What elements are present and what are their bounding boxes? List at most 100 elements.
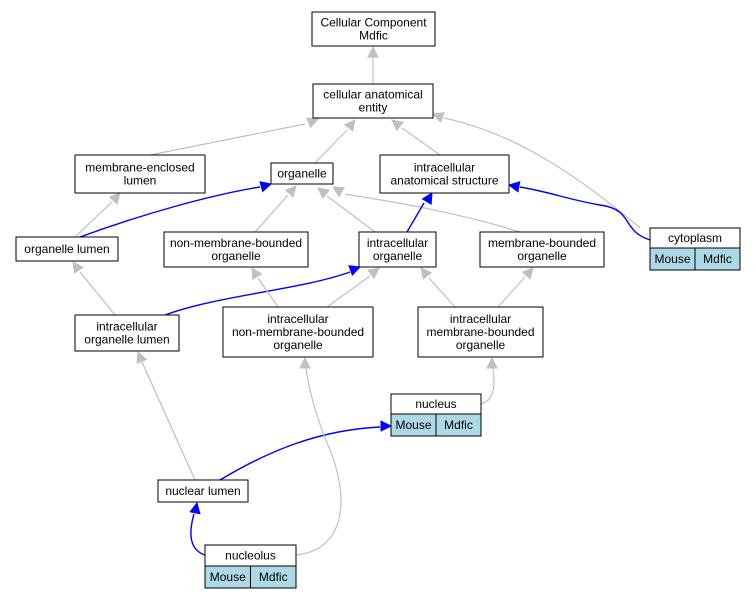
edge-inmbo-nmbo [251, 267, 279, 308]
tag-label: Mouse [395, 418, 431, 432]
node-label: membrane-bounded [488, 236, 596, 250]
node-label: membrane-enclosed [85, 161, 194, 175]
node-box [312, 83, 434, 119]
node-nlumen[interactable]: nuclear lumen [157, 479, 249, 503]
node-box [74, 154, 206, 194]
node-box [358, 231, 437, 268]
edge-line [79, 271, 116, 316]
edge-line [344, 193, 521, 233]
tag-mdfic [435, 413, 482, 437]
node-label: Cellular Component [320, 16, 427, 30]
arrowhead-icon [431, 112, 445, 124]
edge-inmbo-io [326, 267, 380, 308]
node-box [222, 306, 374, 358]
node-label: nucleolus [225, 549, 276, 563]
edge-line [219, 426, 381, 481]
node-label: entity [359, 101, 388, 115]
node-label: intracellular [414, 161, 475, 175]
node-label: intracellular [450, 312, 511, 326]
node-label: non-membrane-bounded [170, 236, 302, 250]
node-box [379, 154, 510, 194]
arrowhead-icon [332, 186, 345, 198]
node-box [311, 11, 436, 47]
edge-mel-cae [149, 117, 320, 156]
tag-label: Mdfic [259, 570, 288, 584]
arrowhead-icon [259, 181, 273, 193]
node-label: intracellular [367, 236, 428, 250]
tag-mdfic [694, 247, 741, 271]
arrowhead-icon [299, 356, 311, 369]
node-label: organelle [211, 249, 261, 263]
arrowhead-icon [108, 192, 121, 205]
edge-line [314, 129, 348, 164]
tag-label: Mouse [654, 252, 690, 266]
node-box [15, 236, 119, 262]
edge-cae-root [367, 45, 379, 84]
arrowhead-icon [507, 181, 521, 193]
edge-line [254, 194, 289, 233]
edge-line [190, 513, 206, 556]
node-label: organelle lumen [84, 333, 169, 347]
node-olumen[interactable]: organelle lumen [15, 236, 119, 262]
edge-line [428, 277, 456, 308]
edge-line [257, 277, 279, 308]
tag-label: Mdfic [703, 252, 732, 266]
edge-iol-io [164, 265, 362, 316]
node-organelle[interactable]: organelle [270, 162, 334, 185]
edge-line [149, 123, 306, 156]
edge-nucleolus-nlumen [189, 501, 206, 556]
node-label: lumen [124, 174, 157, 188]
arrowhead-icon [420, 267, 433, 280]
edge-line [326, 275, 371, 308]
arrowhead-icon [284, 185, 297, 198]
arrowhead-icon [317, 187, 330, 200]
edge-line [401, 127, 441, 156]
node-box [270, 162, 334, 185]
node-label: cellular anatomical [323, 88, 422, 102]
edge-line [480, 367, 495, 405]
edge-nucleolus-inmbo [295, 356, 342, 556]
node-label: organelle [273, 338, 323, 352]
node-box [74, 314, 180, 352]
arrowhead-icon [486, 356, 498, 369]
arrowhead-icon [521, 267, 534, 280]
node-label: organelle lumen [24, 242, 109, 256]
edge-line [326, 195, 376, 233]
node-label: nuclear lumen [165, 484, 240, 498]
edge-line [519, 186, 651, 241]
arrowhead-icon [348, 265, 362, 277]
tag-label: Mouse [210, 570, 246, 584]
edge-io-organelle [317, 187, 376, 233]
arrowhead-icon [367, 45, 379, 58]
edge-cytoplasm-ias [507, 181, 651, 241]
node-box [479, 231, 605, 268]
edge-organelle-cae [314, 119, 356, 164]
edge-nlumen-iol [136, 350, 196, 481]
edges-layer [72, 45, 651, 556]
edge-cytoplasm-cae [431, 112, 641, 229]
arrowhead-icon [72, 261, 84, 274]
edge-nmbo-organelle [254, 185, 297, 233]
node-label: non-membrane-bounded [232, 325, 364, 339]
node-label: organelle [373, 249, 423, 263]
edge-line [443, 117, 641, 229]
arrowhead-icon [306, 117, 320, 129]
node-inmbo[interactable]: intracellularnon-membrane-boundedorganel… [222, 306, 374, 358]
node-label: organelle [456, 338, 506, 352]
node-label: intracellular [267, 312, 328, 326]
arrowhead-icon [251, 267, 263, 280]
